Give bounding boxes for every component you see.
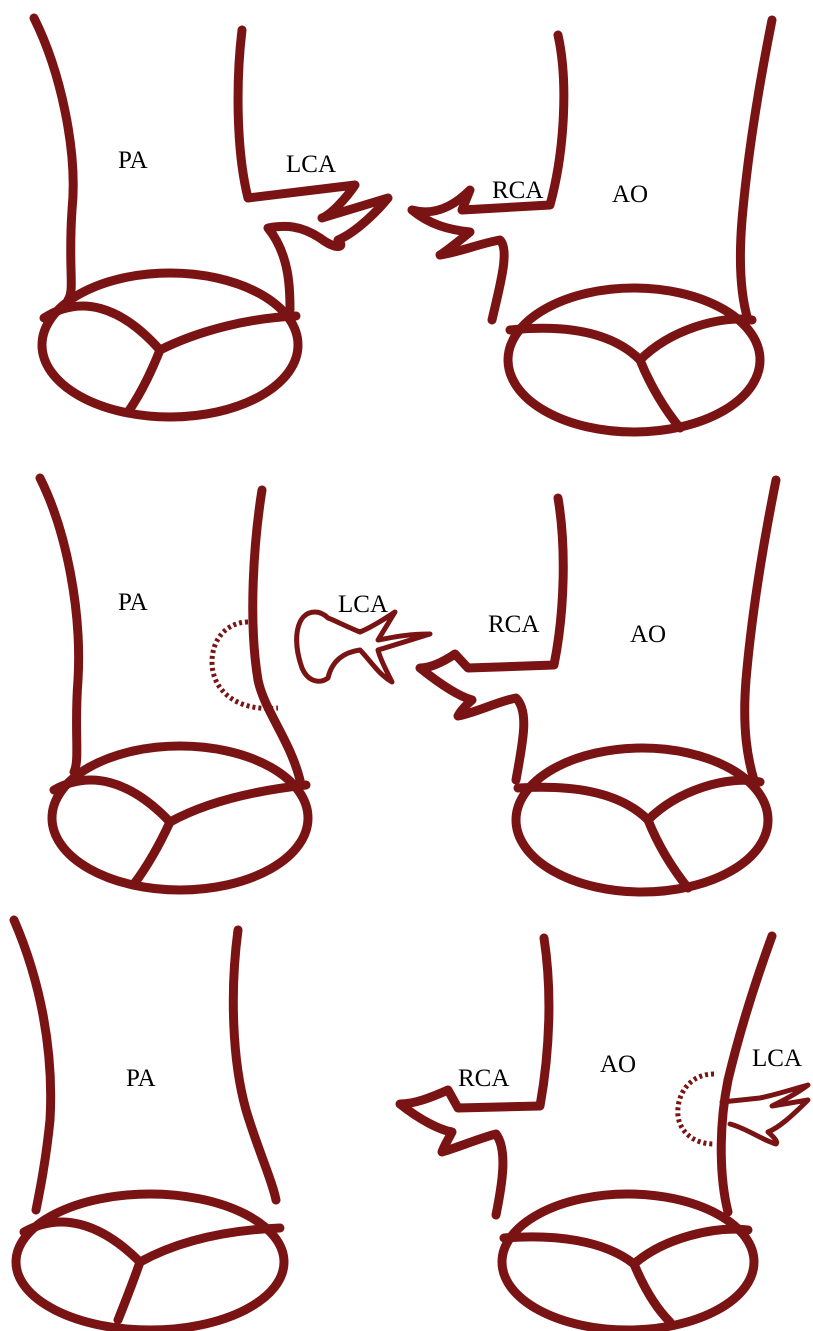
pulmonary-artery-2 [40, 478, 308, 890]
aorta-2 [420, 480, 776, 892]
ao-label-2: AO [630, 621, 666, 648]
pa-label-2: PA [118, 589, 148, 616]
panel-3: PA RCA AO LCA [14, 920, 808, 1330]
rca-label-3: RCA [458, 1065, 509, 1092]
aorta-3 [400, 936, 808, 1330]
aorta-1 [412, 20, 772, 432]
pulmonary-artery-3 [14, 920, 284, 1330]
lca-label-3: LCA [752, 1045, 802, 1072]
pa-label-1: PA [118, 147, 148, 174]
panel-2: PA LCA RCA AO [40, 478, 776, 892]
rca-label-2: RCA [488, 611, 539, 638]
ao-label-3: AO [600, 1051, 636, 1078]
panel-1: PA LCA RCA AO [34, 18, 772, 432]
lca-label-2: LCA [338, 591, 388, 618]
pa-label-3: PA [126, 1065, 156, 1092]
pulmonary-artery-1 [34, 18, 388, 417]
lca-button-2 [297, 612, 430, 682]
rca-label-1: RCA [492, 177, 543, 204]
ao-label-1: AO [612, 181, 648, 208]
lca-label-1: LCA [286, 151, 336, 178]
